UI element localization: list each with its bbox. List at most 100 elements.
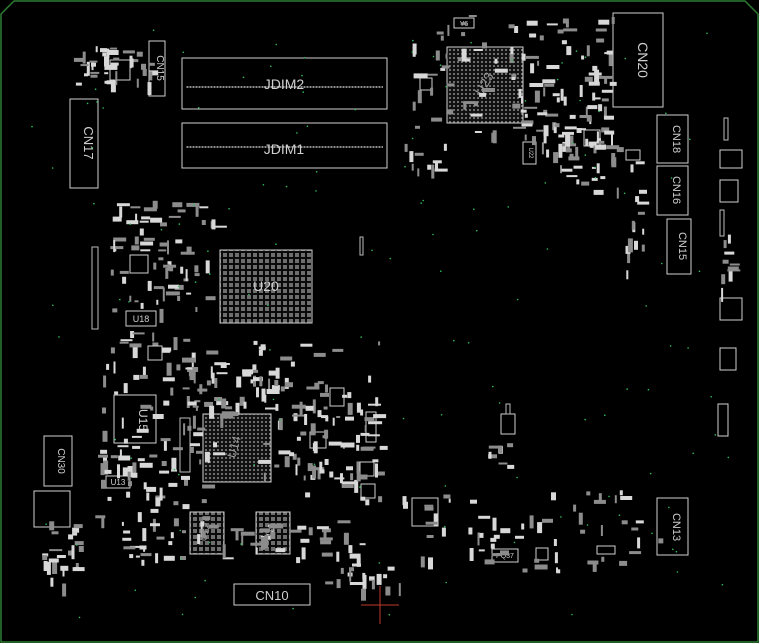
smd-pad [51, 531, 59, 535]
smd-pad [524, 113, 528, 118]
smd-pad [446, 83, 455, 87]
smd-pad [116, 203, 130, 207]
via-dot [152, 29, 155, 32]
smd-pad [143, 482, 147, 490]
smd-pad [727, 234, 731, 244]
smd-pad [473, 49, 483, 51]
smd-pad [721, 287, 724, 302]
smd-pad [314, 382, 320, 387]
smd-pad [278, 418, 283, 431]
smd-pad [424, 504, 434, 507]
smd-pad [110, 246, 124, 250]
smd-pad [127, 466, 133, 477]
via-dot [571, 613, 573, 616]
smd-pad [595, 144, 607, 150]
smd-pad [336, 551, 340, 562]
smd-pad [491, 553, 502, 557]
smd-pad [492, 130, 497, 144]
via-dot [388, 613, 391, 616]
crosshair-marker [361, 586, 399, 624]
smd-pad [173, 337, 178, 351]
via-dot [402, 417, 405, 420]
smd-pad [72, 532, 78, 536]
smd-pad [201, 499, 207, 504]
via-dot [412, 39, 414, 42]
smd-pad [564, 126, 577, 130]
smd-pad [436, 31, 444, 35]
smd-pad [637, 537, 641, 549]
smd-pad [360, 446, 374, 451]
smd-pad [525, 55, 539, 59]
smd-pad [413, 73, 428, 79]
smd-pad [104, 469, 112, 474]
smd-pad [263, 442, 271, 445]
smd-pad [253, 340, 258, 345]
via-dot [134, 589, 137, 592]
smd-pad [152, 414, 164, 419]
smd-pad [534, 564, 548, 570]
smd-pad [320, 540, 332, 545]
smd-pad [270, 532, 276, 539]
smd-pad [532, 136, 536, 146]
smd-pad [148, 62, 155, 66]
smd-pad [427, 164, 432, 170]
smd-pad [562, 141, 567, 152]
smd-pad [153, 262, 157, 270]
smd-pad [167, 240, 169, 255]
smd-pad [317, 468, 321, 480]
smd-pad [187, 396, 190, 401]
smd-pad [417, 168, 420, 177]
via-dot [721, 583, 724, 586]
smd-pad [274, 380, 279, 386]
smd-pad [600, 525, 603, 536]
via-dot [440, 414, 443, 416]
via-dot [302, 91, 305, 93]
via-dot [710, 396, 712, 398]
smd-pad [563, 28, 578, 32]
smd-pad [629, 551, 642, 555]
smd-pad [325, 581, 334, 585]
smd-pad [488, 445, 501, 449]
smd-pad [156, 536, 165, 540]
smd-pad [514, 26, 519, 33]
smd-pad [334, 477, 345, 480]
smd-pad [727, 269, 741, 272]
smd-pad [143, 207, 157, 212]
cn17-label: CN17 [81, 126, 96, 159]
via-dot [604, 414, 606, 417]
smd-pad [375, 397, 379, 407]
via-dot [623, 192, 626, 195]
smd-pad [130, 331, 135, 338]
smd-pad [322, 435, 328, 439]
smd-pad [606, 50, 613, 55]
via-dot [91, 147, 94, 149]
via-dot [546, 248, 549, 250]
smd-pad [581, 181, 590, 186]
smd-pad [119, 341, 129, 344]
smd-pad [122, 467, 128, 477]
smd-pad [569, 114, 576, 119]
smd-pad [139, 374, 148, 379]
smd-pad [383, 574, 388, 579]
smd-pad [159, 487, 163, 501]
via-dot [275, 43, 278, 46]
smd-pad [426, 535, 434, 538]
via-dot [31, 125, 33, 128]
via-dot [689, 138, 691, 141]
via-dot [453, 339, 455, 342]
smd-pad [146, 492, 150, 501]
smd-pad [332, 348, 344, 352]
smd-pad [159, 242, 168, 247]
smd-pad [235, 529, 239, 541]
smd-pad [580, 529, 586, 534]
smd-pad [117, 464, 120, 479]
smd-pad [596, 140, 605, 144]
smd-pad [165, 291, 180, 296]
smd-pad [261, 388, 266, 402]
via-dot [594, 166, 596, 169]
smd-pad [139, 228, 144, 236]
smd-pad [604, 130, 615, 135]
via-dot [253, 464, 255, 466]
smd-pad [543, 134, 547, 144]
smd-pad [187, 401, 197, 406]
